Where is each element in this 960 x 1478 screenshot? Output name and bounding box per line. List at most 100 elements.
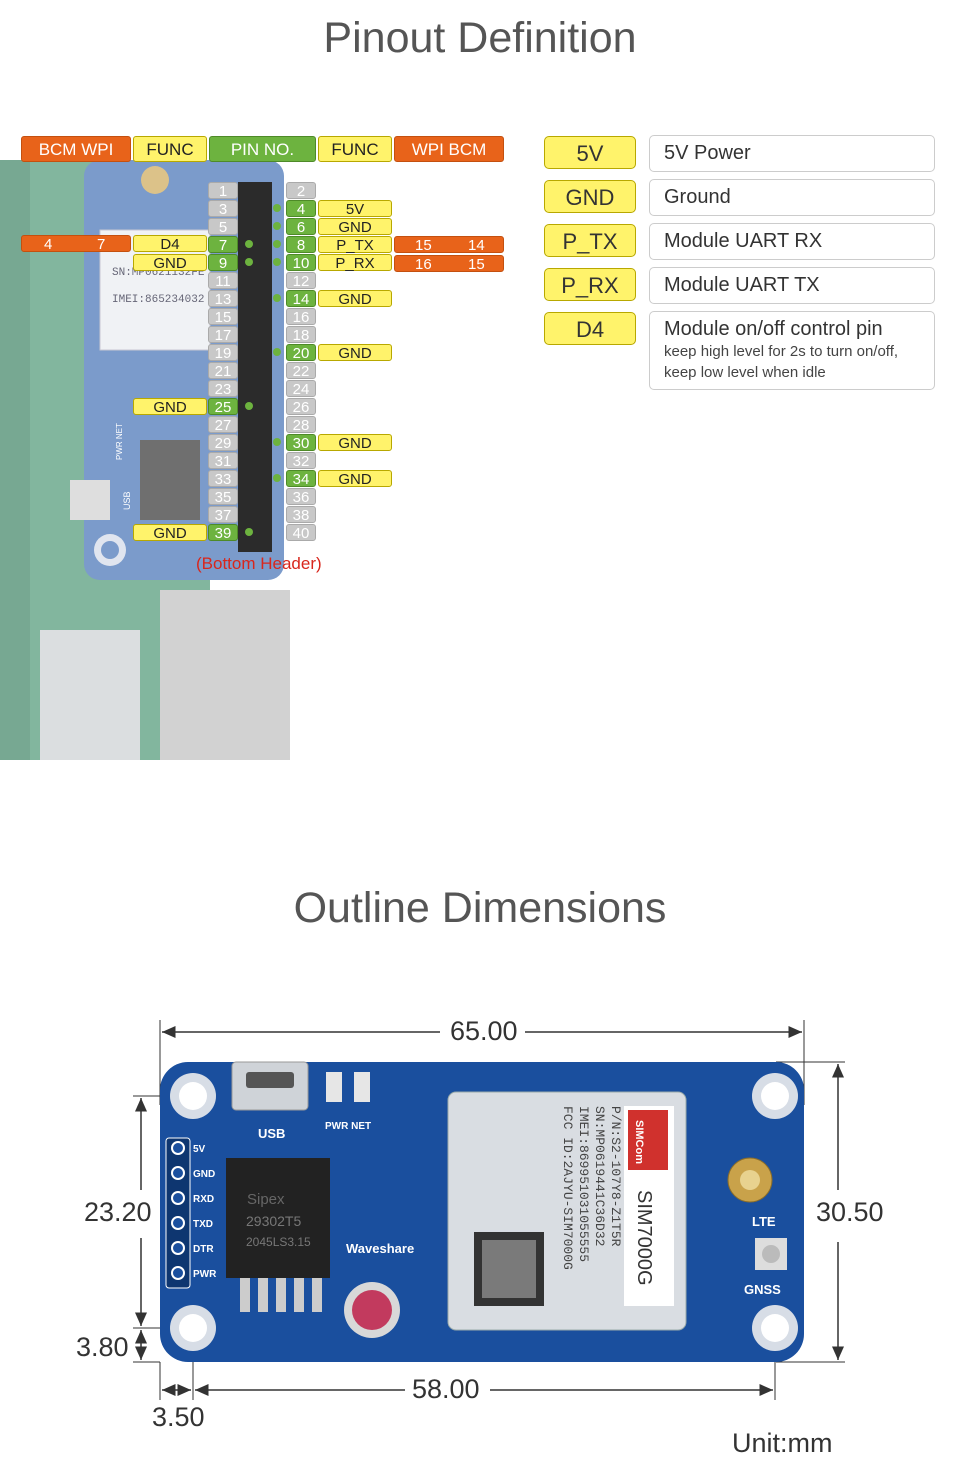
pin-27: 27	[208, 416, 238, 434]
board-usb-text: USB	[122, 491, 132, 510]
pin-10: 10	[286, 254, 316, 272]
pin-32: 32	[286, 452, 316, 470]
board-pin-hole-1	[171, 1166, 185, 1180]
func-gnd-pin39: GND	[133, 524, 207, 542]
pin-38: 38	[286, 506, 316, 524]
header-pin-no: PIN NO.	[209, 136, 316, 162]
legend-desc-0: 5V Power	[649, 135, 935, 172]
header-func-left: FUNC	[133, 136, 207, 162]
pin-9-dot	[245, 258, 253, 266]
pin-34-dot	[273, 474, 281, 482]
regulator-chip	[226, 1158, 330, 1278]
pin-36: 36	[286, 488, 316, 506]
pin-16: 16	[286, 308, 316, 326]
wpi-tx-value: 15	[415, 237, 432, 254]
pin-37: 37	[208, 506, 238, 524]
legend-desc-text-4: Module on/off control pin	[664, 318, 883, 340]
unit-label: Unit:mm	[732, 1428, 833, 1458]
pin-35: 35	[208, 488, 238, 506]
func-gnd-pin6: GND	[318, 218, 392, 236]
module-line-0: P/N:S2-107Y8-Z1T5R	[608, 1106, 623, 1247]
board-pwrnet-text: PWR NET	[115, 423, 124, 460]
pin-8-dot	[273, 240, 281, 248]
mounting-holes	[170, 1073, 798, 1351]
pin-12: 12	[286, 272, 316, 290]
legend-note2: keep low level when idle	[664, 364, 826, 381]
header-bcm-wpi-left: BCM WPI	[21, 136, 131, 162]
chip-text-2: 29302T5	[246, 1213, 301, 1229]
pin-20: 20	[286, 344, 316, 362]
pin-20-dot	[273, 348, 281, 356]
func-gnd-pin20: GND	[318, 344, 392, 362]
pin-30-dot	[273, 438, 281, 446]
bottom-header-note: (Bottom Header)	[196, 554, 322, 573]
pin-18: 18	[286, 326, 316, 344]
pin-8: 8	[286, 236, 316, 254]
header-wpi-bcm-right: WPI BCM	[394, 136, 504, 162]
usb-label: USB	[258, 1126, 285, 1141]
module-line-2: IMEI:869951031055555	[576, 1106, 591, 1262]
legend-desc-1: Ground	[649, 179, 935, 216]
dim-hole-offset-x-value: 3.50	[152, 1402, 205, 1432]
gnss-label: GNSS	[744, 1282, 781, 1297]
pin-2: 2	[286, 182, 316, 200]
simcom-logo-text: SIMCom	[633, 1120, 645, 1164]
board-pin-label-1: GND	[193, 1169, 215, 1180]
func-gnd-pin14: GND	[318, 290, 392, 308]
lte-label: LTE	[752, 1214, 776, 1229]
dim-width-value: 65.00	[450, 1016, 518, 1046]
func-gnd-pin9: GND	[133, 254, 207, 272]
board-pin-hole-4	[171, 1241, 185, 1255]
pin-1: 1	[208, 182, 238, 200]
board-pin-label-5: PWR	[193, 1269, 217, 1280]
pin-15: 15	[208, 308, 238, 326]
dim-hole-offset-y-value: 3.80	[76, 1332, 129, 1362]
legend-desc-text-0: 5V Power	[664, 142, 751, 164]
pin-6-dot	[273, 222, 281, 230]
pin-40: 40	[286, 524, 316, 542]
bcm-left-value: 4	[44, 236, 53, 253]
outline-title: Outline Dimensions	[293, 884, 667, 932]
pin-22: 22	[286, 362, 316, 380]
legend-key-4: D4	[544, 312, 636, 345]
dim-hole-height-value: 23.20	[84, 1197, 152, 1227]
chip-text-3: 2045LS3.15	[246, 1235, 311, 1249]
legend-key-0: 5V	[544, 136, 636, 169]
board-pin-hole-0	[171, 1141, 185, 1155]
pin-14-dot	[273, 294, 281, 302]
pin-14: 14	[286, 290, 316, 308]
pin-7: 7	[208, 236, 238, 254]
pin-10-dot	[273, 258, 281, 266]
board-pin-hole-2	[171, 1191, 185, 1205]
board-pin-label-3: TXD	[193, 1219, 213, 1230]
module-label-lines: P/N:S2-107Y8-Z1T5RSN:MP0619441C36D32IMEI…	[560, 1106, 623, 1270]
pin-4-dot	[273, 204, 281, 212]
pin-30: 30	[286, 434, 316, 452]
legend-key-3: P_RX	[544, 268, 636, 301]
func-gnd-pin34: GND	[318, 470, 392, 488]
board-pin-label-0: 5V	[193, 1144, 206, 1155]
pin-17: 17	[208, 326, 238, 344]
pin-21: 21	[208, 362, 238, 380]
pwr-net-label: PWR NET	[325, 1121, 371, 1132]
bcm-tx-value: 14	[468, 237, 485, 254]
board-pin-label-4: DTR	[193, 1244, 214, 1255]
pin-29: 29	[208, 434, 238, 452]
chip-text-1: Sipex	[247, 1191, 285, 1208]
board-pin-hole-3	[171, 1216, 185, 1230]
pin-26: 26	[286, 398, 316, 416]
pin-28: 28	[286, 416, 316, 434]
pin-4: 4	[286, 200, 316, 218]
waveshare-label: Waveshare	[346, 1241, 414, 1256]
pin-23: 23	[208, 380, 238, 398]
pin-25-dot	[245, 402, 253, 410]
pin-11: 11	[208, 272, 238, 290]
module-name: SIM7000G	[633, 1190, 655, 1286]
pin-31: 31	[208, 452, 238, 470]
pin-39-dot	[245, 528, 253, 536]
board-imei-text: IMEI:865234032	[112, 294, 204, 306]
dim-hole-span-value: 58.00	[412, 1374, 480, 1404]
pinout-title: Pinout Definition	[323, 14, 637, 62]
